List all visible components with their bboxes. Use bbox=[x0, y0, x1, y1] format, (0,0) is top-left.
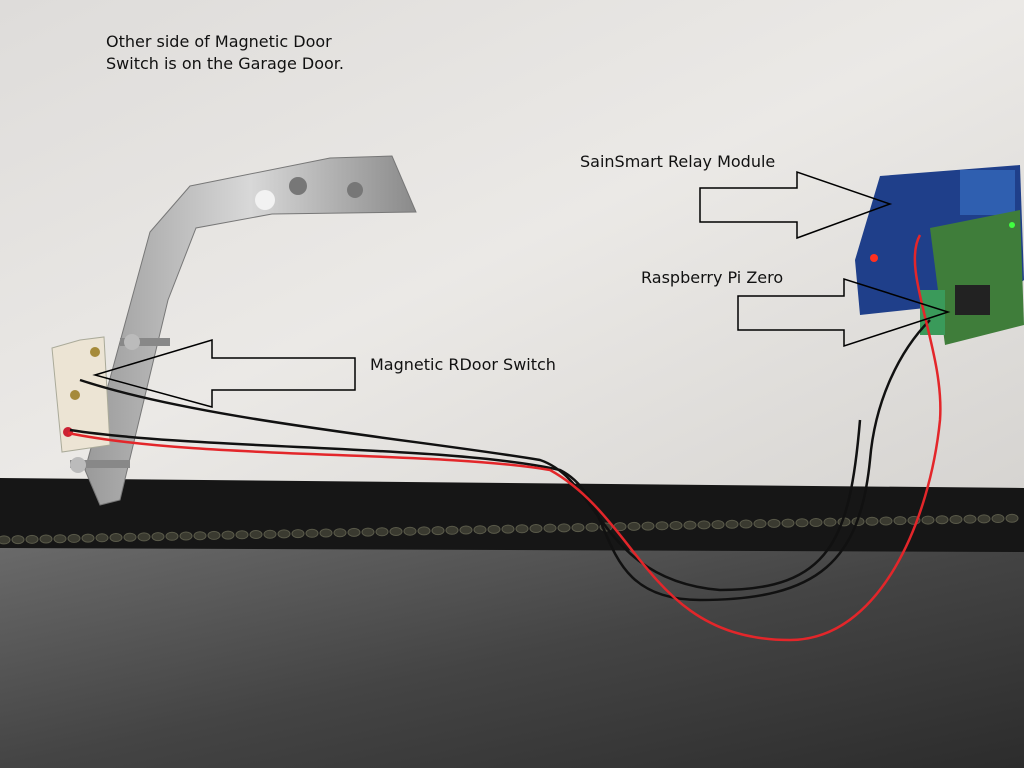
chain-link bbox=[865, 516, 879, 526]
chain-link bbox=[571, 523, 585, 533]
chain-link bbox=[0, 535, 11, 545]
chain-link bbox=[333, 528, 347, 538]
chain-link bbox=[809, 517, 823, 527]
floor bbox=[0, 545, 1024, 768]
chain-link bbox=[417, 526, 431, 536]
chain-link bbox=[711, 520, 725, 530]
chain-link bbox=[193, 531, 207, 541]
chain-link bbox=[697, 520, 711, 530]
chain-link bbox=[501, 524, 515, 534]
chain-link bbox=[963, 514, 977, 524]
chain-link bbox=[753, 519, 767, 529]
chain-link bbox=[585, 522, 599, 532]
chain-link bbox=[53, 534, 67, 544]
chain-link bbox=[921, 515, 935, 525]
chain-link bbox=[935, 515, 949, 525]
chain-link bbox=[1005, 513, 1019, 523]
chain bbox=[0, 513, 1019, 545]
chain-link bbox=[557, 523, 571, 533]
relay-label: SainSmart Relay Module bbox=[580, 152, 776, 171]
chain-link bbox=[977, 514, 991, 524]
annotation-arrows bbox=[92, 170, 951, 408]
chain-link bbox=[543, 523, 557, 533]
chain-link bbox=[655, 521, 669, 531]
chain-link bbox=[459, 525, 473, 535]
chain-link bbox=[445, 525, 459, 535]
chain-link bbox=[25, 534, 39, 544]
chain-link bbox=[207, 530, 221, 540]
chain-link bbox=[81, 533, 95, 543]
chain-link bbox=[669, 520, 683, 530]
chain-link bbox=[263, 529, 277, 539]
chain-link bbox=[347, 527, 361, 537]
arrow-to-switch bbox=[92, 338, 356, 408]
chain-link bbox=[123, 532, 137, 542]
chain-link bbox=[39, 534, 53, 544]
chain-link bbox=[529, 523, 543, 533]
chain-link bbox=[683, 520, 697, 530]
chain-link bbox=[781, 518, 795, 528]
chain-link bbox=[725, 519, 739, 529]
chain-link bbox=[823, 517, 837, 527]
note-line-1: Other side of Magnetic Door bbox=[106, 32, 332, 51]
magnetic-switch bbox=[51, 334, 170, 473]
chain-link bbox=[949, 514, 963, 524]
chain-link bbox=[179, 531, 193, 541]
chain-link bbox=[879, 516, 893, 526]
chain-link bbox=[487, 524, 501, 534]
chain-link bbox=[165, 531, 179, 541]
wires bbox=[67, 234, 942, 642]
chain-link bbox=[95, 533, 109, 543]
chain-link bbox=[235, 530, 249, 540]
chain-link bbox=[11, 535, 25, 545]
chain-link bbox=[893, 516, 907, 526]
chain-link bbox=[473, 525, 487, 535]
rail bbox=[0, 478, 1024, 552]
chain-link bbox=[767, 518, 781, 528]
chain-link bbox=[305, 528, 319, 538]
chain-link bbox=[249, 530, 263, 539]
switch-label: Magnetic RDoor Switch bbox=[370, 355, 556, 374]
chain-link bbox=[403, 526, 417, 536]
note-line-2: Switch is on the Garage Door. bbox=[106, 54, 344, 73]
arrow-to-pi bbox=[737, 277, 951, 348]
chain-link bbox=[361, 527, 375, 537]
chain-link bbox=[431, 526, 445, 536]
chain-link bbox=[739, 519, 753, 529]
chain-link bbox=[627, 521, 641, 531]
chain-link bbox=[277, 529, 291, 539]
chain-link bbox=[515, 524, 529, 534]
chain-link bbox=[67, 533, 81, 543]
chain-link bbox=[389, 526, 403, 536]
chain-link bbox=[137, 532, 151, 542]
chain-link bbox=[291, 529, 305, 539]
chain-link bbox=[151, 532, 165, 542]
chain-link bbox=[109, 533, 123, 543]
chain-link bbox=[641, 521, 655, 531]
pi-label: Raspberry Pi Zero bbox=[641, 268, 784, 287]
chain-link bbox=[319, 528, 333, 538]
chain-link bbox=[375, 527, 389, 537]
chain-link bbox=[221, 530, 235, 540]
metal-bracket bbox=[84, 155, 417, 506]
arrow-to-relay bbox=[699, 170, 893, 240]
chain-link bbox=[795, 518, 809, 528]
chain-link bbox=[991, 514, 1005, 524]
